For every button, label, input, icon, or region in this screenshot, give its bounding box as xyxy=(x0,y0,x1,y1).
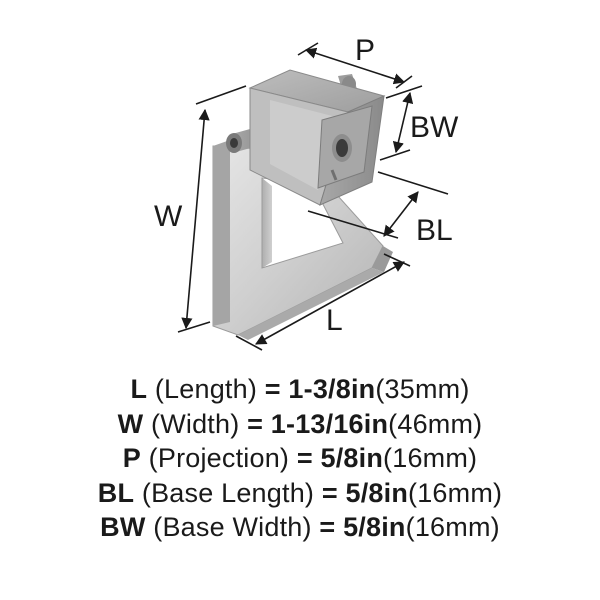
spec-equals: = xyxy=(247,408,264,439)
label-p: P xyxy=(355,34,375,67)
spec-imperial: 1-13/16in xyxy=(270,408,389,439)
spec-imperial: 5/8in xyxy=(320,443,384,473)
spec-metric: (35mm) xyxy=(375,374,470,404)
spec-abbr: L xyxy=(130,374,148,404)
spec-metric: (16mm) xyxy=(405,512,500,542)
spec-row-base-width: BW (Base Width) = 5/8in(16mm) xyxy=(0,510,600,545)
spec-row-base-length: BL (Base Length) = 5/8in(16mm) xyxy=(0,476,600,511)
spec-equals: = xyxy=(319,512,336,542)
spec-metric: (16mm) xyxy=(383,443,478,473)
spec-row-width: W (Width) = 1-13/16in(46mm) xyxy=(0,407,600,442)
spec-row-length: L (Length) = 1-3/8in(35mm) xyxy=(0,372,600,407)
spec-row-projection: P (Projection) = 5/8in(16mm) xyxy=(0,441,600,476)
spec-name: (Projection) xyxy=(148,443,290,473)
dimension-diagram: P BW W BL L xyxy=(154,34,459,351)
spec-name: (Length) xyxy=(154,374,258,404)
label-bl: BL xyxy=(416,214,453,247)
spec-equals: = xyxy=(264,374,281,404)
drawer-ring-pull-icon xyxy=(212,69,393,340)
spec-metric: (46mm) xyxy=(388,408,483,439)
dimension-lines xyxy=(177,42,449,351)
spec-abbr: BL xyxy=(97,477,135,508)
specification-list: L (Length) = 1-3/8in(35mm) W (Width) = 1… xyxy=(0,372,600,545)
label-l: L xyxy=(326,304,343,337)
spec-name: (Base Length) xyxy=(141,477,315,508)
spec-imperial: 1-3/8in xyxy=(288,374,376,404)
spec-abbr: BW xyxy=(100,512,146,542)
spec-imperial: 5/8in xyxy=(343,512,406,542)
spec-equals: = xyxy=(296,443,313,473)
spec-metric: (16mm) xyxy=(408,477,503,508)
label-w: W xyxy=(154,200,183,233)
spec-abbr: P xyxy=(122,443,141,473)
spec-name: (Base Width) xyxy=(153,512,312,542)
spec-imperial: 5/8in xyxy=(345,477,409,508)
label-bw: BW xyxy=(410,111,459,144)
spec-equals: = xyxy=(321,477,338,508)
spec-abbr: W xyxy=(117,408,144,439)
spec-name: (Width) xyxy=(151,408,240,439)
